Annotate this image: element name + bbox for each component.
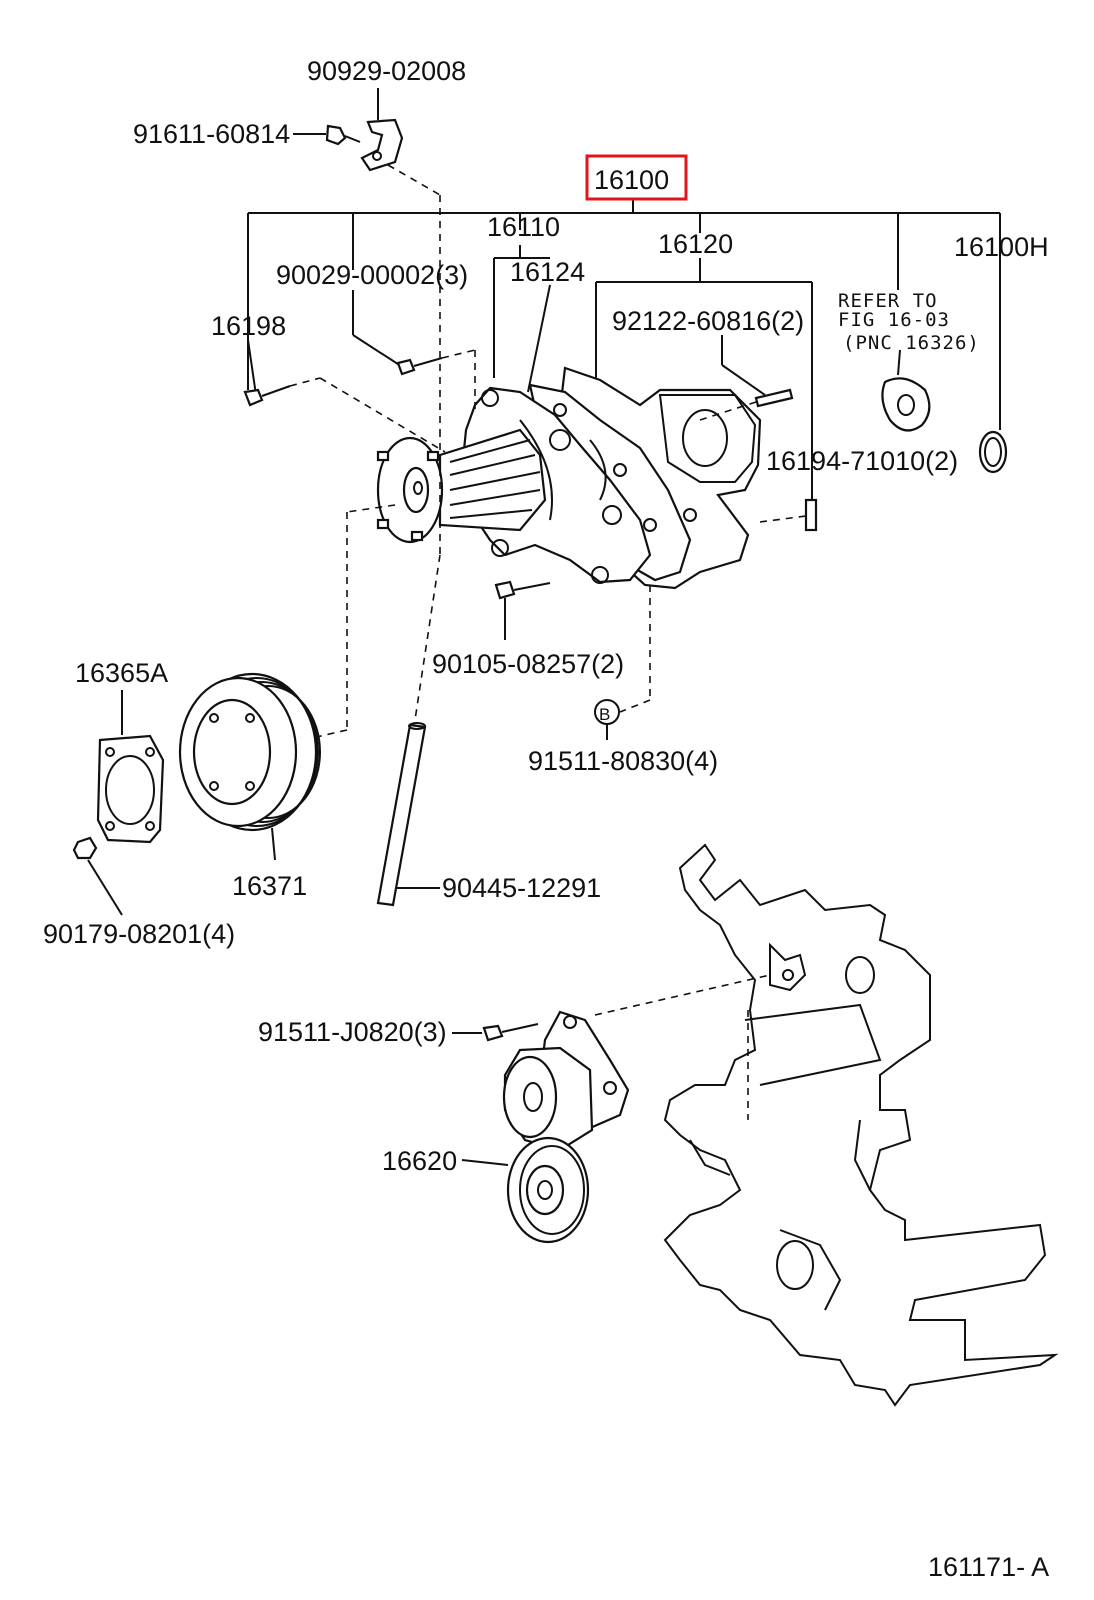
bolt-91611	[293, 124, 361, 146]
stud-92122	[699, 388, 794, 421]
label-90929-02008[interactable]: 90929-02008	[307, 56, 466, 86]
bolt-16198	[243, 377, 446, 453]
engine-block-outline	[663, 843, 1059, 1407]
assembly-leader-lines	[247, 199, 1001, 500]
bracket-90929	[360, 88, 441, 430]
tensioner-16620	[461, 1010, 630, 1244]
circle-b-marker	[594, 699, 620, 740]
label-16100H[interactable]: 16100H	[954, 232, 1049, 262]
dash-to-91511	[619, 585, 651, 713]
label-16198[interactable]: 16198	[211, 311, 286, 341]
label-16365A[interactable]: 16365A	[75, 658, 168, 688]
water-pump-assembly	[376, 366, 762, 590]
bolt-91511-j0820	[452, 974, 771, 1042]
label-16620[interactable]: 16620	[382, 1146, 457, 1176]
refer-line-1: REFER TO	[838, 290, 938, 312]
gasket-16326	[881, 349, 931, 432]
label-16100[interactable]: 16100	[594, 165, 669, 195]
label-16124[interactable]: 16124	[510, 257, 585, 287]
flange-16365A	[96, 690, 165, 844]
label-91511-80830[interactable]: 91511-80830(4)	[528, 746, 718, 776]
label-90105-08257[interactable]: 90105-08257(2)	[432, 649, 624, 679]
bolt-90105	[494, 580, 551, 640]
label-90179-08201[interactable]: 90179-08201(4)	[43, 919, 235, 949]
o-ring-16100H	[978, 430, 1008, 474]
highlight-box-16100	[585, 154, 688, 201]
label-16110[interactable]: 16110	[487, 212, 560, 242]
label-16120[interactable]: 16120	[658, 229, 733, 259]
pipe-90445	[376, 430, 441, 907]
nut-90179	[72, 836, 123, 916]
label-16194-71010[interactable]: 16194-71010(2)	[766, 446, 958, 476]
label-92122-60816[interactable]: 92122-60816(2)	[612, 306, 804, 336]
dash-pump-to-pulley	[311, 504, 396, 739]
stud-16194	[759, 498, 818, 532]
refer-line-3: (PNC 16326)	[843, 332, 980, 354]
bolt-90029	[396, 349, 476, 410]
figure-id: 161171- A	[928, 1552, 1049, 1582]
label-90029-00002[interactable]: 90029-00002(3)	[276, 260, 468, 290]
label-16371[interactable]: 16371	[232, 871, 307, 901]
label-91611-60814[interactable]: 91611-60814	[133, 119, 290, 149]
circle-b-letter: B	[599, 705, 610, 724]
pulley-16371	[178, 672, 321, 861]
label-91511-j0820[interactable]: 91511-J0820(3)	[258, 1017, 447, 1047]
label-90445-12291[interactable]: 90445-12291	[442, 873, 601, 903]
refer-line-2: FIG 16-03	[838, 309, 950, 331]
